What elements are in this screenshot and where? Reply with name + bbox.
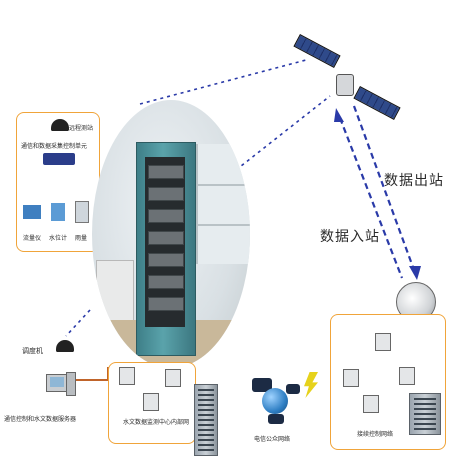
link-cabinet-satellite-top — [139, 59, 307, 105]
water-level-icon — [51, 203, 65, 221]
rain-label: 雨量 — [75, 235, 88, 242]
link-cabinet-satellite-bottom — [235, 95, 331, 171]
remote-station-panel: 远程测站 通信和数据采集控制单元 流量仪 水位计 雨量 — [16, 112, 100, 252]
computer-icon — [46, 374, 70, 392]
link-satellite-dish-in — [352, 105, 416, 271]
arrowhead-down — [409, 266, 421, 280]
window — [196, 144, 250, 264]
server-tower-icon — [66, 372, 76, 396]
antenna-dome-icon — [56, 340, 74, 352]
satellite-icon — [336, 74, 354, 96]
data-terminal-icon — [43, 153, 75, 165]
building-icon — [194, 384, 218, 456]
equipment-cabinet — [136, 142, 196, 356]
pstn-label: 电信公众网络 — [254, 436, 291, 443]
globe-icon — [262, 388, 288, 414]
cabinet-photo — [92, 100, 250, 368]
telephone-icon — [286, 384, 300, 394]
telephone-icon — [268, 414, 284, 424]
water-level-label: 水位计 — [49, 235, 68, 242]
relay-network-panel: 接续控制网络 — [330, 314, 446, 450]
arrowhead-up — [334, 108, 344, 122]
flow-meter-label: 流量仪 — [23, 235, 42, 242]
comm-server-label: 通信控制和水文数据服务器 — [4, 416, 77, 423]
lan-node-icon — [165, 369, 181, 387]
relay-node-icon — [375, 333, 391, 351]
flow-meter-icon — [23, 205, 41, 219]
relay-net-label: 接续控制网络 — [357, 431, 394, 438]
dispatcher-label: 调度机 — [22, 347, 43, 355]
data-in-label: 数据入站 — [320, 229, 380, 245]
rain-gauge-icon — [75, 201, 89, 223]
radiator — [96, 260, 134, 322]
antenna-dome-icon — [51, 119, 69, 131]
relay-node-icon — [343, 369, 359, 387]
telephone-icon — [252, 378, 272, 392]
center-lan-label: 水文数据监测中心内部网 — [123, 419, 190, 426]
comm-terminal-label: 通信和数据采集控制单元 — [21, 143, 88, 150]
remote-station-label: 远程测站 — [69, 125, 94, 132]
data-out-label: 数据出站 — [384, 173, 444, 189]
link-cabinet-dispatcher — [65, 309, 91, 337]
lan-node-icon — [119, 367, 135, 385]
building-icon — [409, 393, 441, 435]
center-lan-panel: 水文数据监测中心内部网 — [108, 362, 196, 444]
link-satellite-dish-out — [338, 117, 404, 279]
relay-node-icon — [363, 395, 379, 413]
lan-node-icon — [143, 393, 159, 411]
relay-node-icon — [399, 367, 415, 385]
